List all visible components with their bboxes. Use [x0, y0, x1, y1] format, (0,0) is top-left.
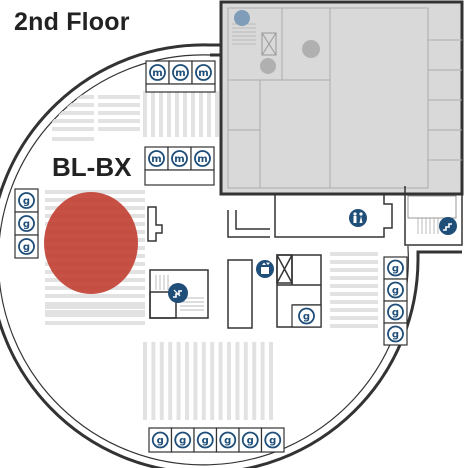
svg-text:g: g: [392, 264, 399, 275]
group-study-room-icon: g: [219, 431, 237, 449]
group-study-room-icon: g: [151, 431, 169, 449]
svg-text:g: g: [23, 242, 30, 253]
group-study-room-icon: g: [18, 192, 35, 209]
group-study-room-icon: g: [387, 303, 404, 321]
group-study-room-room[interactable]: g: [260, 427, 285, 453]
group-study-room-icon: g: [174, 431, 192, 449]
svg-text:g: g: [202, 436, 209, 447]
restroom-icon[interactable]: [349, 209, 367, 227]
elevator-icon[interactable]: [256, 260, 274, 278]
group-study-room-icon: g: [387, 281, 404, 299]
media-room-room[interactable]: m: [168, 60, 193, 85]
media-room-icon: m: [149, 64, 166, 81]
svg-text:g: g: [23, 219, 30, 230]
media-room-room[interactable]: m: [191, 60, 216, 85]
media-room-room[interactable]: m: [167, 146, 192, 171]
svg-text:m: m: [151, 154, 161, 165]
group-study-room-room[interactable]: g: [170, 427, 195, 453]
group-study-room-room[interactable]: g: [238, 427, 263, 453]
media-room-icon: m: [194, 150, 211, 167]
svg-text:m: m: [152, 68, 162, 79]
group-rooms-center: g: [291, 304, 322, 328]
svg-text:g: g: [157, 436, 164, 447]
group-study-room-icon: g: [264, 431, 282, 449]
svg-text:g: g: [269, 436, 276, 447]
group-study-room-room[interactable]: g: [383, 300, 408, 324]
floor-title: 2nd Floor: [14, 8, 130, 36]
svg-text:g: g: [23, 196, 30, 207]
stairs-icon[interactable]: [168, 283, 188, 303]
building-outline: [0, 43, 462, 468]
group-study-room-icon: g: [196, 431, 214, 449]
group-study-room-room[interactable]: g: [215, 427, 240, 453]
staff-area: [219, 0, 464, 196]
group-study-room-room[interactable]: g: [14, 188, 39, 213]
media-room-icon: m: [195, 64, 212, 81]
group-study-room-icon: g: [241, 431, 259, 449]
group-study-room-room[interactable]: g: [291, 304, 322, 328]
group-rooms-left: g g g: [14, 188, 39, 259]
media-room-icon: m: [171, 150, 188, 167]
group-study-room-room[interactable]: g: [14, 211, 39, 236]
svg-text:g: g: [392, 330, 399, 341]
group-study-room-room[interactable]: g: [193, 427, 218, 453]
group-study-room-room[interactable]: g: [383, 256, 408, 280]
svg-text:m: m: [175, 68, 185, 79]
media-room-room[interactable]: m: [145, 60, 170, 85]
svg-text:g: g: [224, 436, 231, 447]
group-study-room-room[interactable]: g: [14, 234, 39, 259]
bl-bx-highlight-zone: [44, 192, 138, 294]
central-stairs: [155, 275, 204, 311]
svg-text:g: g: [303, 312, 310, 323]
group-study-room-icon: g: [18, 215, 35, 232]
media-room-room[interactable]: m: [190, 146, 215, 171]
media-room-icon: m: [172, 64, 189, 81]
media-room-room[interactable]: m: [144, 146, 169, 171]
media-room-icon: m: [148, 150, 165, 167]
group-study-room-room[interactable]: g: [383, 278, 408, 302]
stairs-icon[interactable]: [439, 217, 457, 235]
group-study-room-icon: g: [387, 259, 404, 277]
central-structures: [147, 206, 322, 329]
group-study-room-room[interactable]: g: [148, 427, 173, 453]
svg-text:g: g: [247, 436, 254, 447]
svg-text:g: g: [392, 308, 399, 319]
group-study-room-room[interactable]: g: [383, 322, 408, 346]
group-study-room-icon: g: [298, 307, 315, 325]
group-study-room-icon: g: [387, 325, 404, 343]
svg-text:m: m: [197, 154, 207, 165]
svg-text:g: g: [179, 436, 186, 447]
svg-text:g: g: [392, 286, 399, 297]
zone-label: BL-BX: [52, 152, 132, 182]
svg-text:m: m: [198, 68, 208, 79]
svg-text:m: m: [174, 154, 184, 165]
group-study-room-icon: g: [18, 238, 35, 255]
service-core-right: [274, 186, 463, 246]
